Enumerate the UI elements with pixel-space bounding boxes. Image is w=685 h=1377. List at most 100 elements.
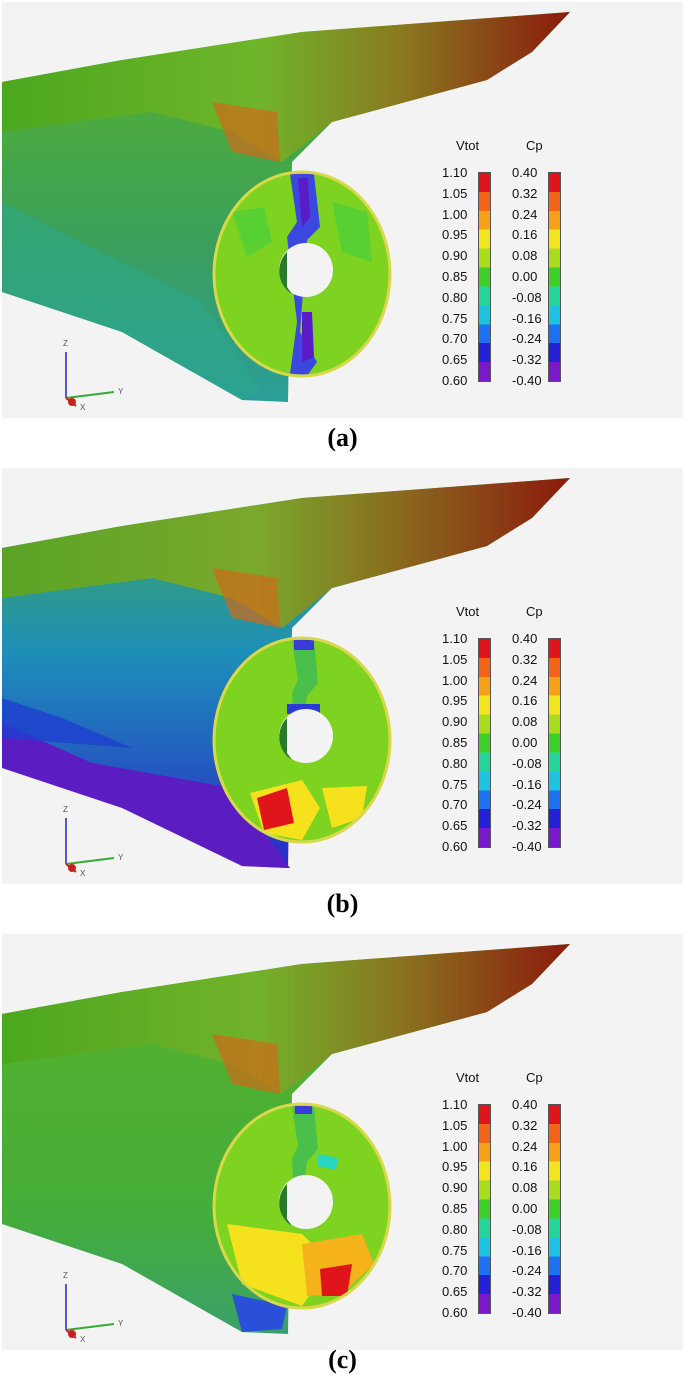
legend-tick-cp: -0.24 <box>512 1263 542 1279</box>
legend-tick-cp: -0.08 <box>512 755 542 771</box>
legend-tick-cp: -0.16 <box>512 1242 542 1258</box>
legend-tick-cp: -0.40 <box>512 373 542 388</box>
legend-tick-cp: -0.16 <box>512 776 542 792</box>
legend-colorbar-vtot <box>478 638 491 848</box>
hull-render-a: Z Y X <box>2 12 570 412</box>
legend-title-cp: Cp <box>526 604 543 619</box>
legend-tick-vtot: 0.90 <box>442 714 468 730</box>
caption-b: (b) <box>326 889 359 918</box>
legend-tick-cp: 0.40 <box>512 631 538 646</box>
legend-tick-vtot: 0.85 <box>442 1201 468 1216</box>
legend-tick-cp: 0.16 <box>512 1159 538 1175</box>
legend-tick-cp: 0.08 <box>512 714 538 730</box>
legend-title-vtot: Vtot <box>456 1070 480 1085</box>
axis-label-z: Z <box>63 1271 68 1280</box>
legend-tick-cp: 0.32 <box>512 651 538 667</box>
legend-title-vtot: Vtot <box>456 604 480 619</box>
legend-tick-vtot: 0.85 <box>442 269 468 284</box>
axis-triad-icon: Z Y X <box>63 805 124 878</box>
legend-tick-cp: -0.32 <box>512 1284 542 1300</box>
legend-tick-cp: 0.24 <box>512 672 538 688</box>
panel-c: Z Y X Vtot 1.10 1.05 1.00 0.95 0.90 0.85 0.80 0.… <box>2 934 683 1350</box>
legend-tick-vtot: 0.70 <box>442 1263 468 1279</box>
legend-tick-cp: 0.00 <box>512 269 538 284</box>
legend-a: Vtot 1.10 1.05 1.00 0.95 0.90 0.85 0.80 0.75 0.70… <box>434 124 574 388</box>
legend-tick-cp: -0.32 <box>512 352 542 368</box>
legend-tick-cp: -0.24 <box>512 331 542 347</box>
legend-tick-cp: 0.00 <box>512 1201 538 1216</box>
legend-colorbar-vtot <box>478 172 491 382</box>
legend-tick-vtot: 1.00 <box>442 1138 468 1154</box>
legend-tick-vtot: 0.70 <box>442 331 468 347</box>
legend-title-cp: Cp <box>526 1070 543 1085</box>
axis-triad-icon: Z Y X <box>63 339 124 412</box>
legend-colorbar-cp <box>548 1104 561 1314</box>
legend-colorbar-cp <box>548 638 561 848</box>
legend-tick-vtot: 0.75 <box>442 776 468 792</box>
legend-tick-vtot: 0.80 <box>442 1221 468 1237</box>
legend-tick-cp: 0.32 <box>512 185 538 201</box>
legend-tick-vtot: 0.95 <box>442 693 468 709</box>
axis-label-y: Y <box>118 853 124 862</box>
legend-tick-cp: 0.32 <box>512 1117 538 1133</box>
legend-tick-cp: 0.16 <box>512 227 538 243</box>
legend-tick-vtot: 0.95 <box>442 227 468 243</box>
caption-c: (c) <box>328 1345 357 1374</box>
legend-tick-cp: -0.08 <box>512 289 542 305</box>
axis-triad-icon: Z Y X <box>63 1271 124 1344</box>
legend-title-vtot: Vtot <box>456 138 480 153</box>
legend-tick-cp: 0.40 <box>512 1097 538 1112</box>
panel-b: Z Y X Vtot 1.10 1.05 1.00 0.95 0.90 0.85 0.80 0.… <box>2 468 683 884</box>
legend-tick-vtot: 0.90 <box>442 1180 468 1196</box>
legend-tick-cp: -0.32 <box>512 818 542 834</box>
legend-c: Vtot 1.10 1.05 1.00 0.95 0.90 0.85 0.80 0.75 0.70… <box>434 1056 574 1320</box>
legend-tick-vtot: 1.10 <box>442 1097 468 1112</box>
legend-tick-vtot: 0.85 <box>442 735 468 750</box>
legend-tick-vtot: 0.80 <box>442 289 468 305</box>
legend-tick-vtot: 1.10 <box>442 631 468 646</box>
legend-tick-cp: 0.24 <box>512 206 538 222</box>
legend-tick-vtot: 1.05 <box>442 1117 468 1133</box>
legend-tick-vtot: 1.10 <box>442 165 468 180</box>
legend-tick-cp: -0.24 <box>512 797 542 813</box>
legend-tick-vtot: 0.70 <box>442 797 468 813</box>
legend-tick-vtot: 0.95 <box>442 1159 468 1175</box>
axis-label-z: Z <box>63 805 68 814</box>
legend-tick-vtot: 0.60 <box>442 1305 468 1320</box>
legend-tick-vtot: 1.00 <box>442 206 468 222</box>
legend-tick-cp: 0.24 <box>512 1138 538 1154</box>
legend-tick-vtot: 0.60 <box>442 839 468 854</box>
legend-tick-cp: 0.08 <box>512 248 538 264</box>
panel-a: Z Y X Vtot 1.10 1.05 1.00 0.95 0.90 0.85 0.80 0.… <box>2 2 683 418</box>
legend-tick-cp: -0.40 <box>512 1305 542 1320</box>
legend-tick-cp: -0.16 <box>512 310 542 326</box>
legend-tick-vtot: 0.65 <box>442 352 468 368</box>
legend-tick-vtot: 1.05 <box>442 185 468 201</box>
hull-render-b: Z Y X <box>2 478 570 878</box>
legend-tick-cp: 0.40 <box>512 165 538 180</box>
legend-tick-cp: 0.16 <box>512 693 538 709</box>
axis-label-x: X <box>80 403 86 412</box>
legend-colorbar-vtot <box>478 1104 491 1314</box>
legend-tick-vtot: 1.05 <box>442 651 468 667</box>
axis-label-z: Z <box>63 339 68 348</box>
legend-tick-vtot: 0.75 <box>442 310 468 326</box>
legend-tick-cp: 0.08 <box>512 1180 538 1196</box>
legend-tick-vtot: 0.60 <box>442 373 468 388</box>
axis-label-y: Y <box>118 387 124 396</box>
legend-tick-vtot: 0.65 <box>442 1284 468 1300</box>
axis-label-y: Y <box>118 1319 124 1328</box>
legend-tick-cp: 0.00 <box>512 735 538 750</box>
legend-colorbar-cp <box>548 172 561 382</box>
legend-tick-vtot: 0.90 <box>442 248 468 264</box>
legend-tick-vtot: 0.80 <box>442 755 468 771</box>
legend-tick-cp: -0.08 <box>512 1221 542 1237</box>
legend-b: Vtot 1.10 1.05 1.00 0.95 0.90 0.85 0.80 0.75 0.70… <box>434 590 574 854</box>
legend-tick-vtot: 1.00 <box>442 672 468 688</box>
legend-tick-vtot: 0.65 <box>442 818 468 834</box>
caption-a: (a) <box>327 423 358 452</box>
legend-tick-vtot: 0.75 <box>442 1242 468 1258</box>
legend-tick-cp: -0.40 <box>512 839 542 854</box>
axis-label-x: X <box>80 869 86 878</box>
legend-title-cp: Cp <box>526 138 543 153</box>
